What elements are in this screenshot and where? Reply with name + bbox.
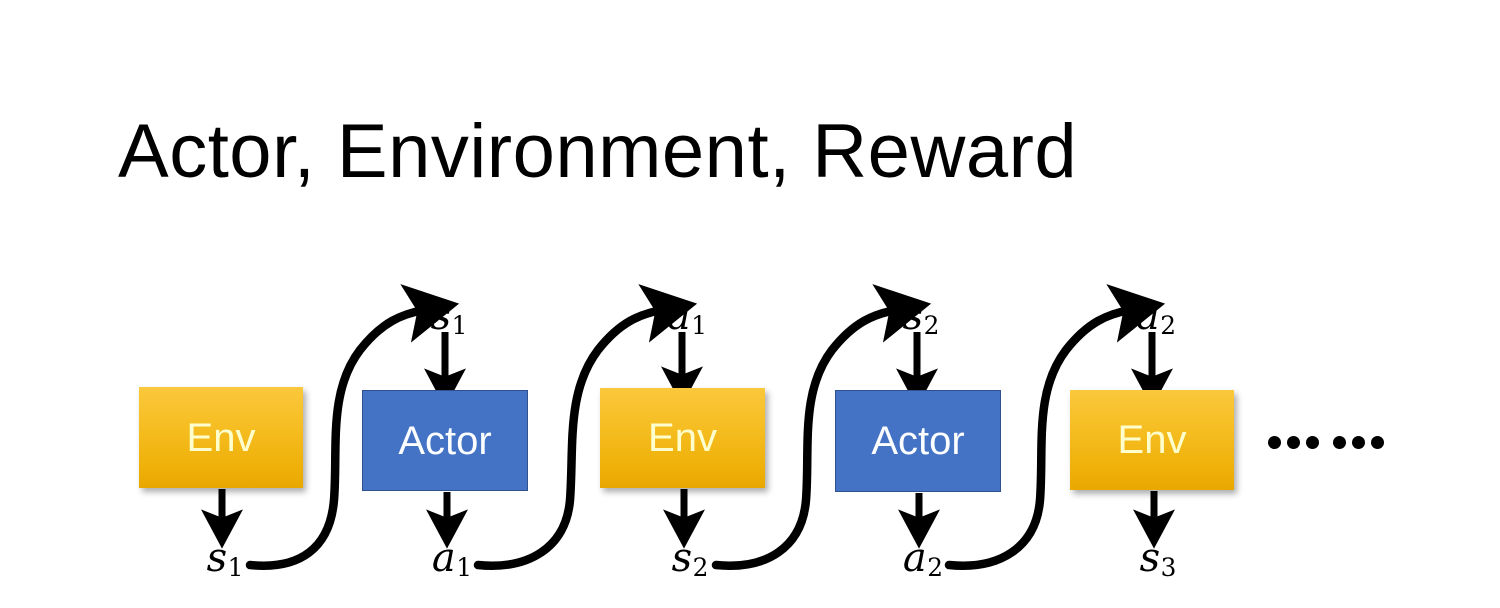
symbol: s bbox=[430, 293, 452, 339]
top-label-a2: a2 bbox=[1136, 296, 1176, 339]
subscript: 2 bbox=[927, 553, 944, 583]
bottom-label-s1: s1 bbox=[207, 538, 244, 581]
ellipsis-dots bbox=[1268, 436, 1384, 449]
subscript: 1 bbox=[451, 311, 468, 341]
ellipsis-dot bbox=[1287, 436, 1300, 449]
node-label: Actor bbox=[398, 418, 492, 463]
ellipsis-dot bbox=[1306, 436, 1319, 449]
node-label: Actor bbox=[871, 419, 965, 463]
node-box-env-1[interactable]: Env bbox=[139, 387, 303, 488]
arrow-out-of-box-group bbox=[201, 489, 1175, 549]
node-box-actor-1[interactable]: Actor bbox=[362, 390, 528, 491]
symbol: s bbox=[206, 535, 228, 581]
subscript: 1 bbox=[456, 553, 473, 583]
subscript: 3 bbox=[1160, 553, 1177, 583]
symbol: a bbox=[1135, 293, 1160, 339]
node-box-env-2[interactable]: Env bbox=[600, 388, 765, 488]
symbol: a bbox=[666, 293, 691, 339]
node-box-actor-2[interactable]: Actor bbox=[835, 390, 1001, 492]
node-label: Env bbox=[1117, 418, 1187, 462]
ellipsis-dot bbox=[1268, 436, 1281, 449]
subscript: 2 bbox=[692, 553, 709, 583]
node-box-env-3[interactable]: Env bbox=[1070, 390, 1234, 490]
bottom-label-s2: s2 bbox=[672, 538, 709, 581]
symbol: s bbox=[1139, 535, 1161, 581]
top-label-a1: a1 bbox=[667, 296, 707, 339]
arrow-into-box-group bbox=[424, 332, 1173, 408]
top-label-s1: s1 bbox=[431, 296, 468, 339]
subscript: 2 bbox=[1160, 311, 1177, 341]
node-label: Env bbox=[186, 415, 256, 460]
subscript: 2 bbox=[923, 311, 940, 341]
subscript: 1 bbox=[227, 553, 244, 583]
symbol: s bbox=[671, 535, 693, 581]
ellipsis-dot bbox=[1352, 436, 1365, 449]
page-title: Actor, Environment, Reward bbox=[118, 109, 1078, 194]
symbol: a bbox=[431, 535, 456, 581]
symbol: a bbox=[902, 535, 927, 581]
ellipsis-dot bbox=[1371, 436, 1384, 449]
ellipsis-dot bbox=[1333, 436, 1346, 449]
top-label-s2: s2 bbox=[903, 296, 940, 339]
node-label: Env bbox=[648, 416, 717, 460]
bottom-label-a1: a1 bbox=[432, 538, 472, 581]
subscript: 1 bbox=[691, 311, 708, 341]
bottom-label-s3: s3 bbox=[1140, 538, 1177, 581]
bottom-label-a2: a2 bbox=[903, 538, 943, 581]
symbol: s bbox=[902, 293, 924, 339]
